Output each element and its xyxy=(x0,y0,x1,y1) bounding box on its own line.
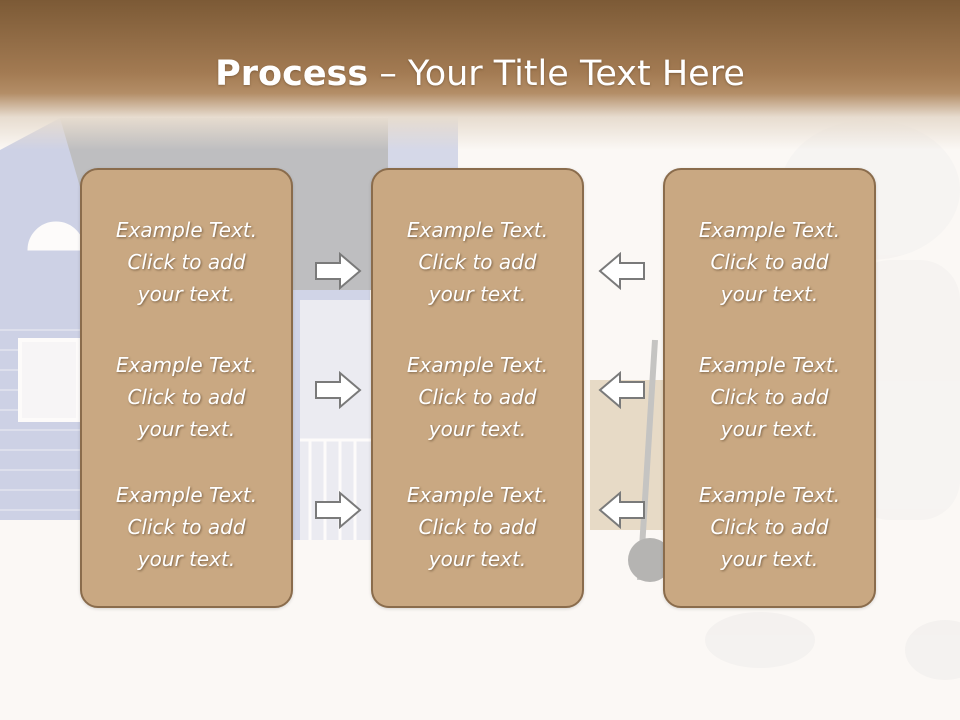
right-arrow-icon xyxy=(315,252,362,290)
text-line: Click to add xyxy=(418,515,537,539)
house-window xyxy=(18,338,80,422)
title-bold: Process xyxy=(215,54,369,94)
text-line: your text. xyxy=(137,417,236,441)
text-line: your text. xyxy=(137,282,236,306)
panel-text-block[interactable]: Example Text. Click to add your text. xyxy=(373,479,582,575)
panel-text-block[interactable]: Example Text. Click to add your text. xyxy=(665,214,874,310)
process-panel-2[interactable]: Example Text. Click to add your text. Ex… xyxy=(371,168,584,608)
text-line: Click to add xyxy=(127,250,246,274)
text-line: Example Text. xyxy=(115,483,258,507)
figure-body xyxy=(850,260,960,520)
process-panel-1[interactable]: Example Text. Click to add your text. Ex… xyxy=(80,168,293,608)
left-arrow-icon xyxy=(598,252,645,290)
text-line: Click to add xyxy=(127,385,246,409)
text-line: your text. xyxy=(720,417,819,441)
figure-foot-2 xyxy=(905,620,960,680)
figure-foot xyxy=(705,612,815,668)
text-line: Click to add xyxy=(710,385,829,409)
panel-text-block[interactable]: Example Text. Click to add your text. xyxy=(665,349,874,445)
panel-text-block[interactable]: Example Text. Click to add your text. xyxy=(373,349,582,445)
right-arrow-icon xyxy=(315,491,362,529)
text-line: Example Text. xyxy=(115,218,258,242)
header-band xyxy=(0,0,960,150)
text-line: your text. xyxy=(720,547,819,571)
text-line: Example Text. xyxy=(406,483,549,507)
text-line: Click to add xyxy=(418,250,537,274)
right-arrow-icon xyxy=(315,371,362,409)
wheel xyxy=(628,538,672,582)
text-line: Example Text. xyxy=(698,353,841,377)
text-line: Example Text. xyxy=(698,218,841,242)
text-line: Click to add xyxy=(127,515,246,539)
text-line: Example Text. xyxy=(115,353,258,377)
text-line: Click to add xyxy=(418,385,537,409)
panel-text-block[interactable]: Example Text. Click to add your text. xyxy=(665,479,874,575)
text-line: your text. xyxy=(137,547,236,571)
text-line: your text. xyxy=(428,417,527,441)
left-arrow-icon xyxy=(598,371,645,409)
panel-text-block[interactable]: Example Text. Click to add your text. xyxy=(82,479,291,575)
text-line: your text. xyxy=(428,547,527,571)
panel-text-block[interactable]: Example Text. Click to add your text. xyxy=(82,214,291,310)
text-line: your text. xyxy=(428,282,527,306)
text-line: Example Text. xyxy=(698,483,841,507)
text-line: Click to add xyxy=(710,515,829,539)
panel-text-block[interactable]: Example Text. Click to add your text. xyxy=(373,214,582,310)
text-line: Click to add xyxy=(710,250,829,274)
left-arrow-icon xyxy=(598,491,645,529)
text-line: Example Text. xyxy=(406,218,549,242)
panel-text-block[interactable]: Example Text. Click to add your text. xyxy=(82,349,291,445)
slide-title[interactable]: Process – Your Title Text Here xyxy=(0,54,960,94)
title-rest: – Your Title Text Here xyxy=(368,54,745,94)
text-line: your text. xyxy=(720,282,819,306)
process-panel-3[interactable]: Example Text. Click to add your text. Ex… xyxy=(663,168,876,608)
text-line: Example Text. xyxy=(406,353,549,377)
